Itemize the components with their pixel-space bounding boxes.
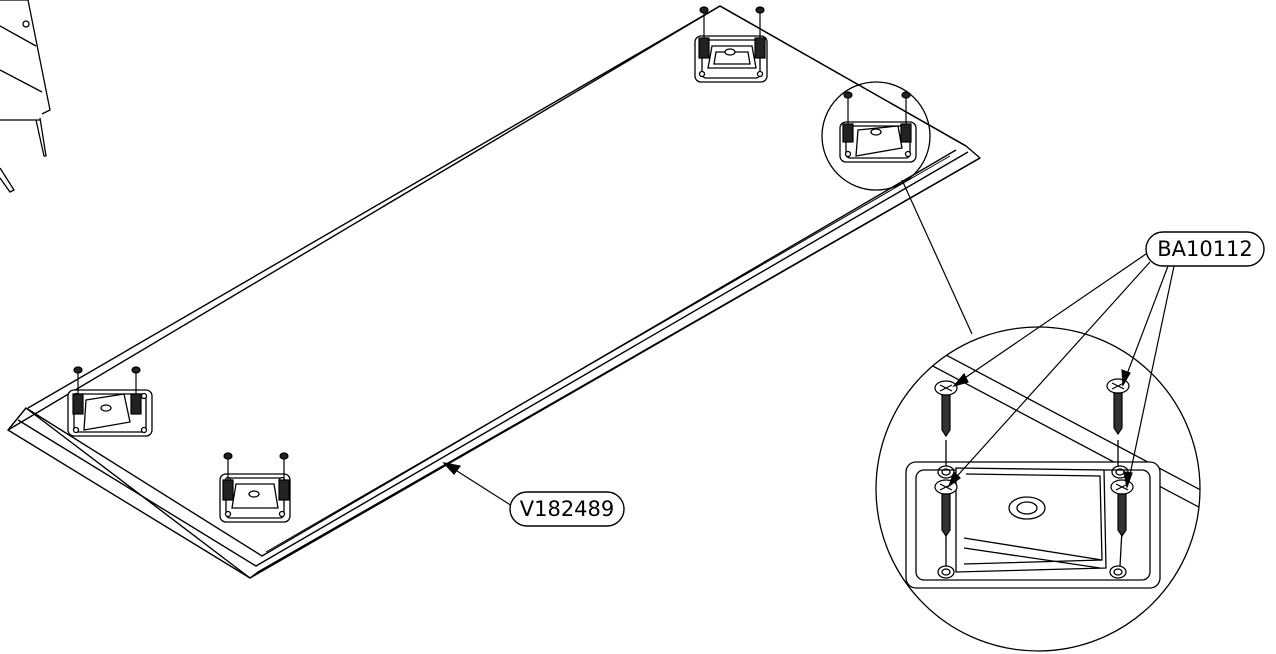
corner-plate-top: [694, 35, 768, 83]
cabinet-thumbnail: [0, 0, 51, 193]
detail-leader-line: [901, 179, 973, 335]
callout-ba10112: BA10112: [1145, 231, 1265, 267]
screws-right-plate: [842, 91, 912, 143]
callout-ba10112-label: BA10112: [1157, 237, 1253, 261]
callout-ba10112-leaders: [947, 253, 1175, 490]
detail-view: [875, 326, 1201, 652]
callout-v182489: V182489: [509, 491, 625, 527]
screws-front-left-plate: [72, 366, 142, 415]
corner-plate-right: [839, 121, 917, 163]
callout-v182489-leader: [442, 462, 513, 507]
detail-screws: [934, 378, 1134, 538]
callout-v182489-label: V182489: [520, 497, 615, 521]
detail-marker-circle: [821, 81, 931, 191]
screws-front-middle-plate: [222, 452, 290, 501]
screws-top-plate: [698, 6, 766, 59]
panel-v182489: [7, 5, 981, 579]
